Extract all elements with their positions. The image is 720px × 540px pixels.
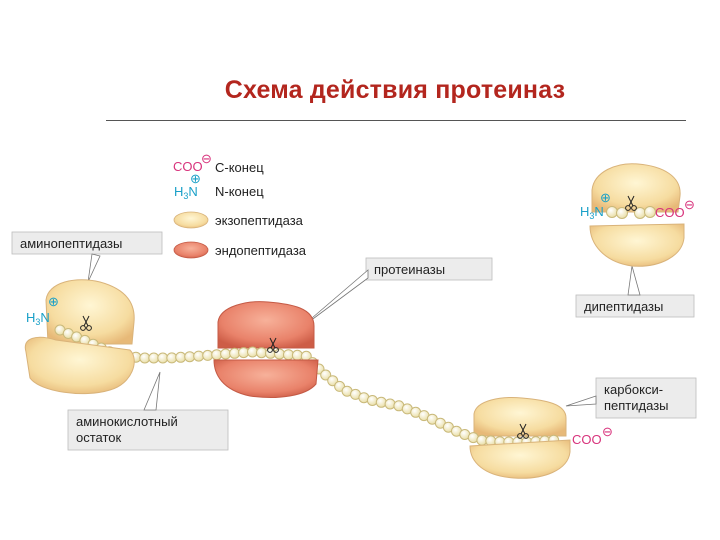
label-aminopeptidases: аминопептидазы: [12, 232, 162, 282]
label-text: дипептидазы: [584, 299, 663, 314]
label-pointer: [566, 396, 596, 406]
legend-exopeptidase: экзопептидаза: [174, 212, 304, 228]
coo-symbol: COO: [655, 205, 685, 220]
label-text-line1: аминокислотный: [76, 414, 178, 429]
label-pointer: [88, 254, 100, 282]
legend-c-end: COO ⊖ С-конец: [173, 151, 264, 175]
endopeptidase-swatch: [174, 242, 208, 258]
proteinase-front-lobe: [214, 360, 318, 398]
legend-exopeptidase-label: экзопептидаза: [215, 213, 304, 228]
amino-acid-bead: [376, 397, 386, 407]
negative-charge-icon: ⊖: [201, 151, 212, 166]
dipeptidase-front-lobe: [590, 224, 684, 266]
h3n-symbol: H3N: [174, 184, 198, 201]
carboxypeptidase-enzyme: [474, 398, 566, 436]
label-carboxypeptidases: карбокси- пептидазы: [566, 378, 696, 418]
c-terminus-main: COO ⊖: [572, 424, 613, 447]
proteinase-enzyme: [218, 302, 314, 348]
legend-endopeptidase: эндопептидаза: [174, 242, 307, 258]
amino-acid-bead: [230, 348, 240, 358]
legend-n-end-label: N-конец: [215, 184, 264, 199]
aminopeptidase-front-lobe: [25, 337, 134, 393]
amino-acid-bead: [248, 347, 258, 357]
amino-acid-bead: [176, 352, 186, 362]
label-text: протеиназы: [374, 262, 445, 277]
label-dipeptidases: дипептидазы: [576, 266, 694, 317]
amino-acid-bead: [275, 349, 285, 359]
amino-acid-bead: [203, 350, 213, 360]
positive-charge-icon: ⊕: [600, 190, 611, 205]
label-pointer: [628, 266, 640, 295]
coo-symbol: COO: [572, 432, 602, 447]
carboxypeptidase-front-lobe: [470, 440, 570, 478]
amino-acid-bead: [385, 399, 395, 409]
amino-acid-bead: [607, 207, 618, 218]
amino-acid-bead: [185, 352, 195, 362]
exopeptidase-swatch: [174, 212, 208, 228]
label-text: аминопептидазы: [20, 236, 122, 251]
legend-endopeptidase-label: эндопептидаза: [215, 243, 307, 258]
amino-acid-bead: [194, 351, 204, 361]
label-text-line2: пептидазы: [604, 398, 669, 413]
legend-c-end-label: С-конец: [215, 160, 264, 175]
amino-acid-bead: [257, 348, 267, 358]
legend-n-end: ⊕ H3N N-конец: [174, 171, 264, 201]
negative-charge-icon: ⊖: [684, 197, 695, 212]
negative-charge-icon: ⊖: [602, 424, 613, 439]
amino-acid-bead: [645, 207, 656, 218]
label-text-line2: остаток: [76, 430, 122, 445]
positive-charge-icon: ⊕: [48, 294, 59, 309]
label-pointer: [144, 372, 160, 410]
label-text-line1: карбокси-: [604, 382, 663, 397]
amino-acid-bead: [158, 353, 168, 363]
h3n-symbol: H3N: [26, 310, 50, 327]
legend: COO ⊖ С-конец ⊕ H3N N-конец экзопептидаз…: [173, 151, 307, 258]
amino-acid-bead: [367, 396, 377, 406]
amino-acid-bead: [221, 349, 231, 359]
label-proteinases: протеиназы: [298, 258, 492, 330]
